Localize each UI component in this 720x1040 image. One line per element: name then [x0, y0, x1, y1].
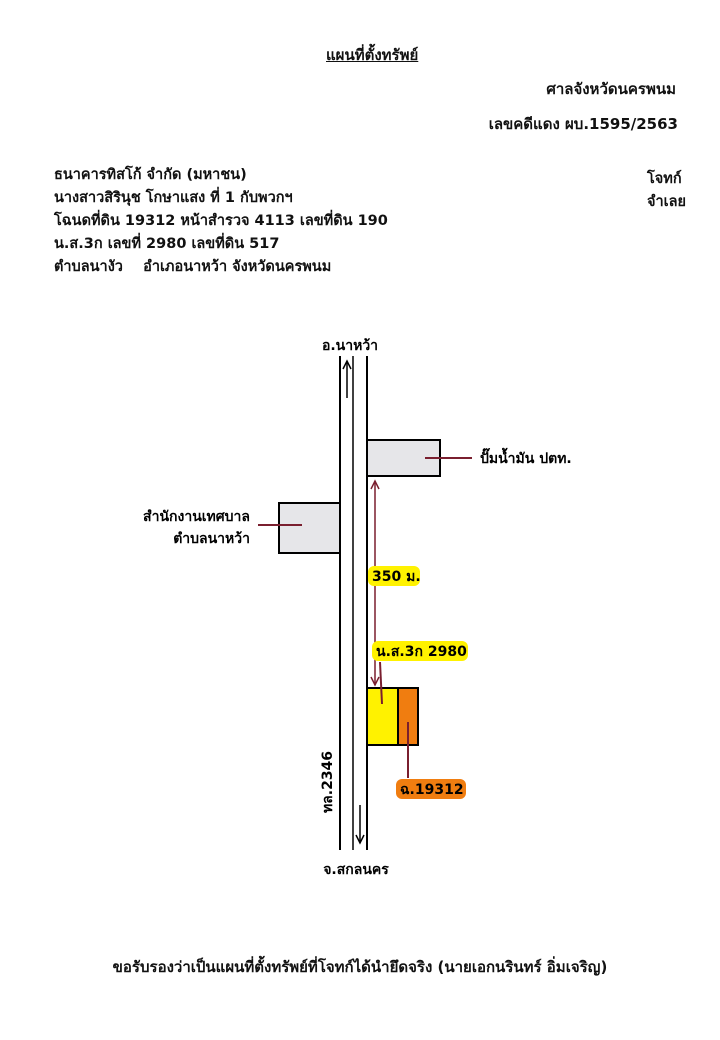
case-number: เลขคดีแดง ผบ.1595/2563 [488, 115, 678, 133]
certification-footer: ขอรับรองว่าเป็นแผนที่ตั้งทรัพย์ที่โจทก์ไ… [112, 958, 608, 976]
deed-plot-label: ฉ.19312 [400, 782, 464, 798]
north-destination-label: อ.นาหว้า [322, 338, 378, 354]
plot-ns3k-2980 [366, 687, 399, 746]
defendant-name: นางสาวสิรินุช โกษาแสง ที่ 1 กับพวกฯ [54, 190, 293, 206]
deed-details: โฉนดที่ดิน 19312 หน้าสำรวจ 4113 เลขที่ดิ… [54, 213, 388, 229]
north-direction-arrow [342, 359, 352, 398]
deed-label-highlight [396, 779, 466, 799]
property-location-map: อ.นาหว้า จ.สกลนคร ทล.2346 ปั๊มน้ำมัน ปตท… [143, 338, 572, 878]
ns3k-plot-label: น.ส.3ก 2980 [376, 644, 467, 660]
south-direction-arrow [355, 805, 365, 845]
ns3k-pointer [379, 661, 383, 705]
distance-label-highlight [368, 566, 420, 586]
municipal-office-label-line2: ตำบลนาหว้า [173, 531, 250, 547]
role-plaintiff: โจทก์ [647, 171, 682, 187]
gas-station-label: ปั๊มน้ำมัน ปตท. [480, 447, 572, 467]
document-title: แผนที่ตั้งทรัพย์ [326, 46, 419, 64]
party-roles: โจทก์ จำเลย [647, 168, 686, 214]
case-details: ธนาคารทิสโก้ จำกัด (มหาชน) นางสาวสิรินุช… [54, 164, 388, 279]
location-details: ตำบลนางัว อำเภอนาหว้า จังหวัดนครพนม [54, 259, 332, 275]
court-name: ศาลจังหวัดนครพนม [546, 80, 676, 98]
south-destination-label: จ.สกลนคร [323, 862, 389, 878]
plaintiff-name: ธนาคารทิสโก้ จำกัด (มหาชน) [54, 167, 247, 183]
ns3k-label-highlight [372, 641, 468, 661]
municipal-office-label-line1: สำนักงานเทศบาล [143, 509, 250, 525]
distance-label: 350 ม. [372, 569, 421, 585]
municipal-office-building [278, 502, 341, 554]
highway-road [339, 356, 368, 850]
road-name-label: ทล.2346 [320, 751, 336, 813]
role-defendant: จำเลย [647, 194, 686, 210]
ns3k-details: น.ส.3ก เลขที่ 2980 เลขที่ดิน 517 [54, 236, 280, 252]
